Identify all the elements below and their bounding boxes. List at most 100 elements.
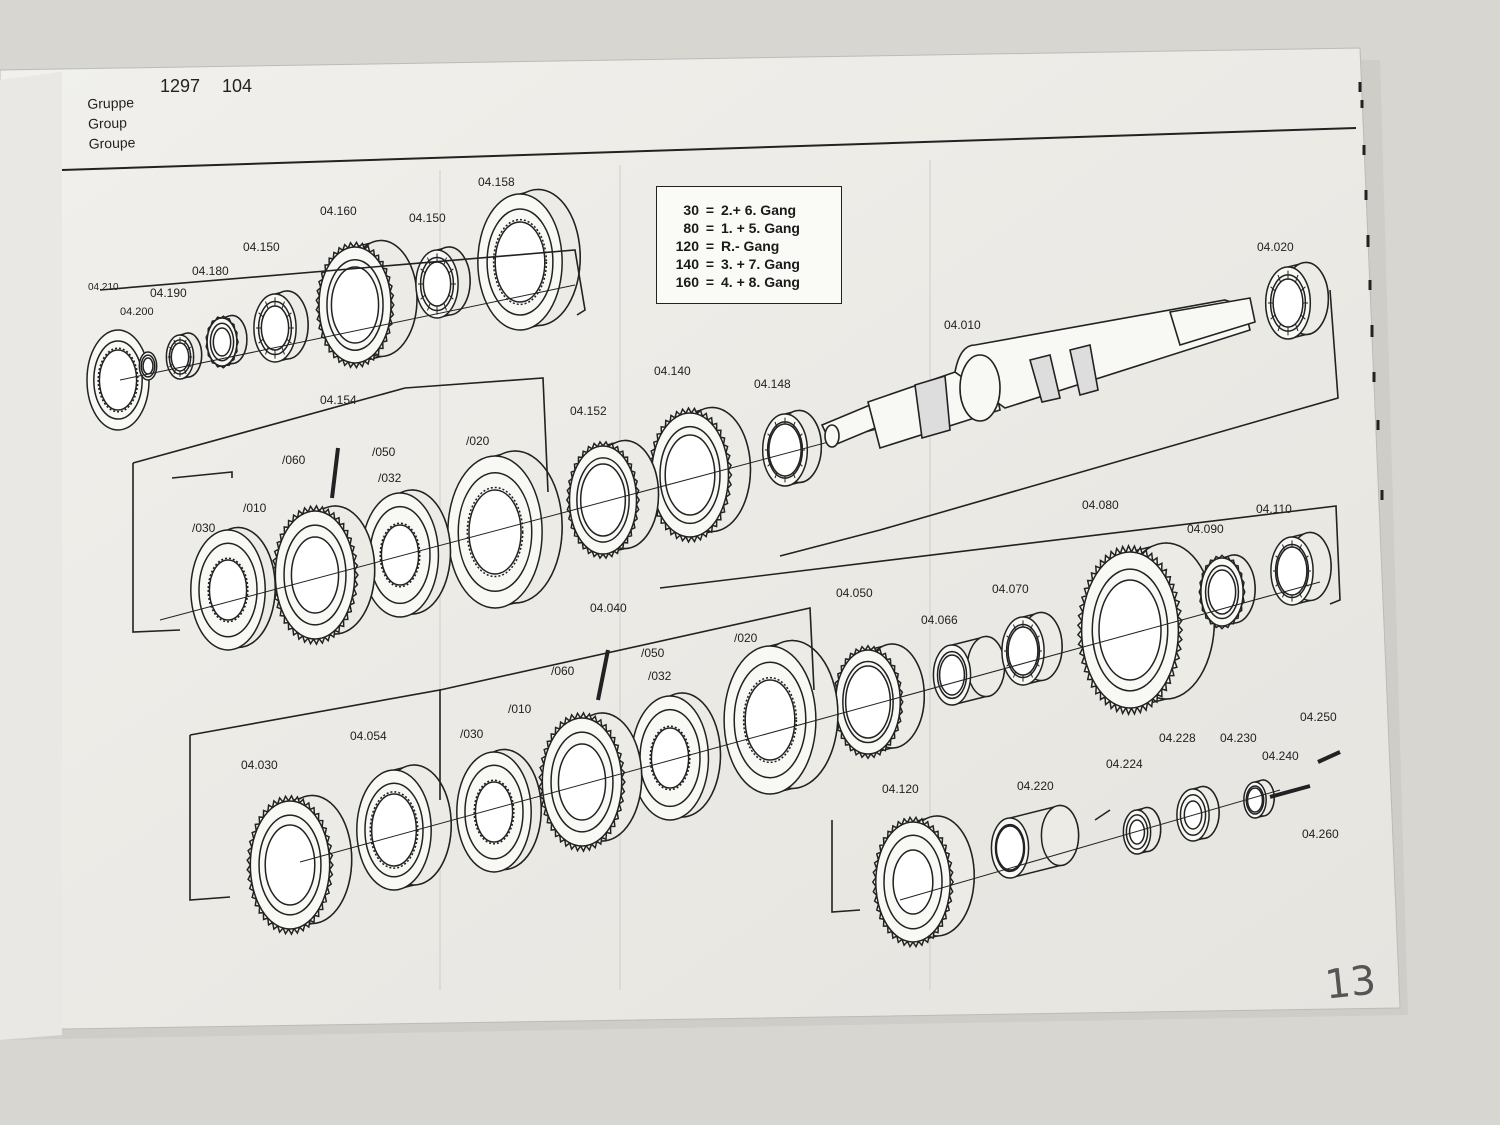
row2-axis: [159, 422, 901, 621]
part-label: /050: [372, 445, 396, 459]
legend-equals: =: [705, 238, 715, 254]
row5-left-bracket: [189, 735, 231, 901]
needle-bearing-21: [1001, 611, 1063, 686]
group-label-en: Group: [87, 114, 128, 132]
part-label: 04.030: [241, 758, 278, 772]
gear-10: [647, 406, 752, 544]
group-label-de: Gruppe: [87, 94, 135, 112]
part-label: 04.150: [243, 240, 280, 254]
part-label: 04.054: [350, 729, 387, 743]
gear-ring-26: [356, 764, 452, 891]
part-label: 04.090: [1187, 522, 1224, 536]
pin-3: [1317, 750, 1341, 764]
legend-num: 80: [683, 220, 699, 236]
synchro-ring-23: [630, 692, 722, 821]
part-label: /060: [282, 453, 306, 467]
part-label: /032: [648, 669, 672, 683]
synchro-hub-24: [538, 711, 643, 853]
part-label: 04.040: [590, 601, 627, 615]
row6-left-bracket: [831, 820, 861, 913]
part-label: 04.152: [570, 404, 607, 418]
legend-text: 2.+ 6. Gang: [721, 202, 797, 218]
gear-legend-box: 30=2.+ 6. Gang 80=1. + 5. Gang 120=R.- G…: [656, 186, 842, 304]
bearing-6: [415, 246, 471, 319]
group-code-main: 1297: [160, 76, 201, 96]
part-label: 04.080: [1082, 498, 1119, 512]
part-label: /010: [243, 501, 267, 515]
row2a-bracket: [404, 377, 549, 493]
sleeve-20: [932, 635, 1006, 706]
part-label: /050: [641, 646, 665, 660]
part-label: 04.070: [992, 582, 1029, 596]
bracket-layer: [99, 249, 1341, 913]
part-label: 04.228: [1159, 731, 1196, 745]
synchro-body-11: [565, 439, 660, 560]
row2-top-line: [132, 387, 406, 464]
synchro-ring-15: [190, 526, 276, 651]
gear-5: [315, 239, 418, 370]
group-label-stack: Gruppe Group Groupe: [87, 92, 136, 154]
synchro-body-19: [832, 643, 925, 760]
part-label: /030: [192, 521, 216, 535]
row3-right-bracket: [779, 289, 1339, 557]
part-label: 04.250: [1300, 710, 1337, 724]
part-label: 04.010: [944, 318, 981, 332]
needle-bearing-9: [761, 409, 823, 487]
legend-equals: =: [705, 256, 715, 272]
axis-layer: [119, 284, 1321, 901]
ring-gear-17: [1198, 554, 1256, 630]
needle-bearing-8: [1264, 261, 1330, 340]
part-label: 04.140: [654, 364, 691, 378]
part-label: 04.230: [1220, 731, 1257, 745]
main-shaft-04010: [820, 297, 1256, 450]
synchro-ring-13: [360, 489, 452, 618]
part-label: 04.150: [409, 211, 446, 225]
part-label: 04.158: [478, 175, 515, 189]
part-label: 04.190: [150, 286, 187, 300]
legend-num: 30: [683, 202, 699, 218]
part-label: 04.110: [1256, 502, 1292, 516]
disc-32: [1243, 779, 1275, 819]
legend-text: R.- Gang: [721, 238, 780, 254]
bearing-4: [253, 290, 309, 363]
header-rule: [61, 127, 1357, 171]
part-label: 04.066: [921, 613, 958, 627]
legend-row: 80=1. + 5. Gang: [665, 219, 833, 237]
part-label: 04.210: [88, 282, 119, 293]
row3-axis: [299, 581, 1321, 863]
needle-bearing-18: [1270, 531, 1332, 606]
row1-bracket: [99, 249, 586, 316]
part-label: 04.148: [754, 377, 791, 391]
part-label: 04.020: [1257, 240, 1294, 254]
legend-text: 4. + 8. Gang: [721, 274, 800, 290]
part-label: 04.180: [192, 264, 229, 278]
legend-equals: =: [705, 220, 715, 236]
part-label: 04.120: [882, 782, 919, 796]
row5-mid-top: [439, 607, 815, 691]
part-label: /020: [734, 631, 758, 645]
pin-1: [596, 649, 610, 701]
part-label: 04.224: [1106, 757, 1143, 771]
gear-16: [1076, 542, 1216, 717]
part-label: 04.200: [120, 306, 154, 318]
part-label: 04.240: [1262, 749, 1299, 763]
part-label: /032: [378, 471, 402, 485]
pin-2: [1269, 784, 1311, 799]
legend-row: 120=R.- Gang: [665, 237, 833, 255]
legend-num: 140: [675, 256, 699, 272]
legend-equals: =: [705, 274, 715, 290]
legend-row: 30=2.+ 6. Gang: [665, 201, 833, 219]
row2b-bracket: [171, 471, 233, 479]
gear-27: [246, 794, 353, 936]
synchro-hub-14: [271, 504, 376, 646]
part-label: /060: [551, 664, 575, 678]
synchro-ring-7: [477, 188, 581, 331]
edge-tab-marks: [1358, 82, 1384, 500]
part-label: /030: [460, 727, 484, 741]
synchro-ring-25: [456, 748, 542, 873]
part-label: 04.220: [1017, 779, 1054, 793]
row1-axis: [119, 284, 576, 381]
part-label: 04.050: [836, 586, 873, 600]
group-code-sub: 104: [222, 76, 253, 96]
